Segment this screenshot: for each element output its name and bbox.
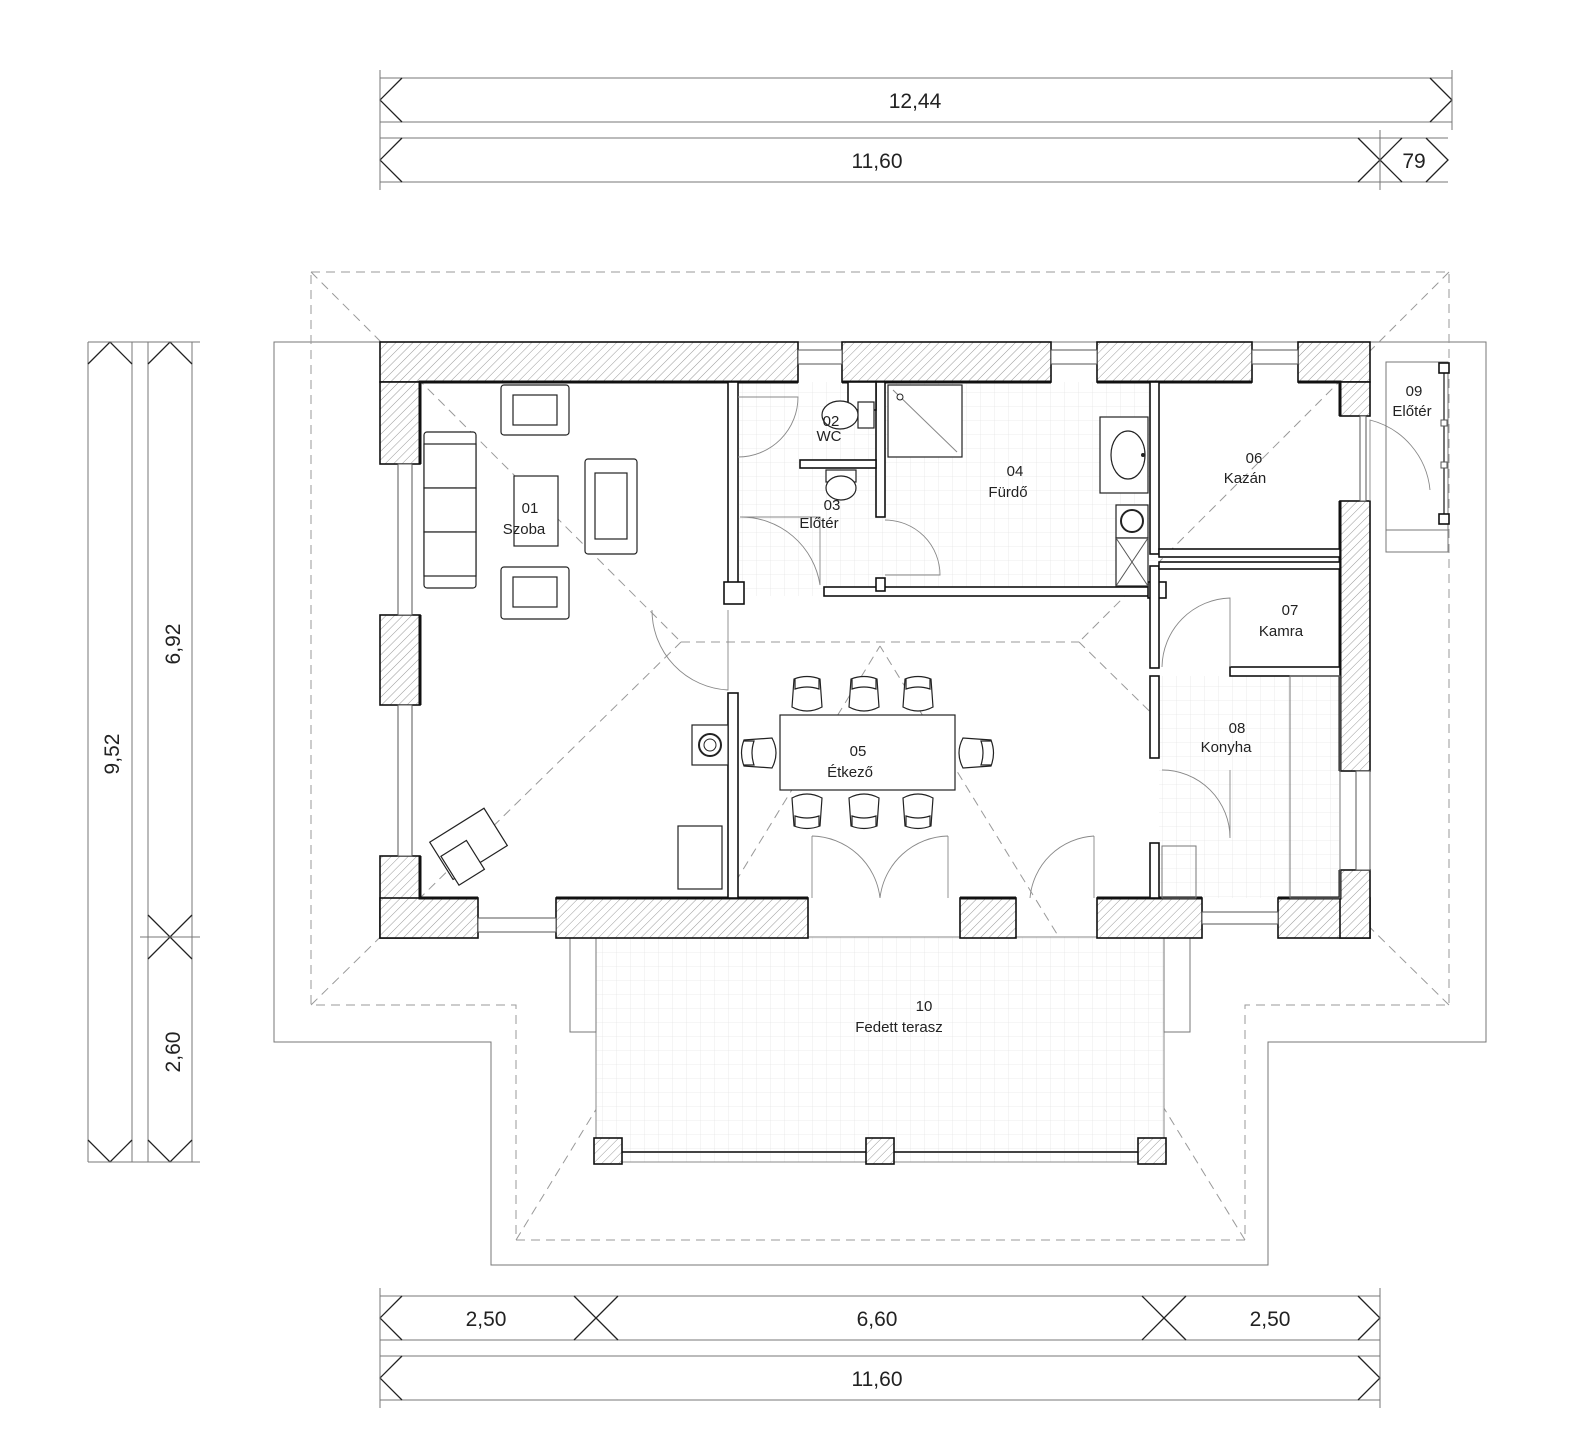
room-name: Kamra <box>1259 623 1304 640</box>
entry-porch <box>1385 361 1450 553</box>
desk-chair <box>428 807 509 887</box>
room-number: 02 <box>823 413 840 430</box>
dimension-label: 2,50 <box>1250 1308 1291 1331</box>
dimension-top-main: 11,60 <box>379 137 1381 183</box>
dimension-bottom-right: 2,50 <box>1163 1295 1381 1341</box>
room-number: 09 <box>1406 383 1423 400</box>
armchair <box>584 458 638 555</box>
dimension-bottom-center: 6,60 <box>595 1295 1165 1341</box>
dimension-left-terrace: 2,60 <box>147 936 193 1163</box>
armchair <box>500 566 570 620</box>
room-label-09: 09 Előtér <box>1392 383 1431 420</box>
shower <box>887 384 963 458</box>
stove <box>691 724 729 766</box>
dimension-label: 6,60 <box>857 1308 898 1331</box>
interior-walls <box>723 381 1341 899</box>
room-name: Előtér <box>1392 403 1431 420</box>
room-number: 06 <box>1246 450 1263 467</box>
coffee-table <box>513 475 559 547</box>
sofa <box>423 431 477 589</box>
exterior-walls <box>379 341 1371 939</box>
dimension-left-house: 6,92 <box>147 341 193 938</box>
washing-machine <box>1115 504 1149 539</box>
dimension-label: 79 <box>1402 150 1425 173</box>
room-label-07: 07 Kamra <box>1259 602 1304 640</box>
room-number: 03 <box>824 497 841 514</box>
room-label-03: 03 Előtér <box>799 497 840 532</box>
dimension-top-total: 12,44 <box>379 77 1453 123</box>
dimension-bottom-left: 2,50 <box>379 1295 597 1341</box>
room-name: WC <box>817 428 842 445</box>
dimension-label: 11,60 <box>852 150 903 173</box>
dining-table <box>779 714 956 791</box>
room-number: 10 <box>916 998 933 1015</box>
room-name: Konyha <box>1201 739 1253 756</box>
room-number: 08 <box>1229 720 1246 737</box>
room-name: Étkező <box>827 764 873 781</box>
room-label-10: 10 Fedett terasz <box>855 998 943 1036</box>
room-name: Kazán <box>1224 470 1267 487</box>
shaft <box>1115 537 1149 587</box>
room-label-08: 08 Konyha <box>1201 720 1253 756</box>
dimension-label: 9,52 <box>101 734 124 775</box>
door-swings <box>651 396 1431 899</box>
cabinet <box>677 825 723 890</box>
room-label-01: 01 Szoba <box>503 500 546 538</box>
room-label-06: 06 Kazán <box>1224 450 1267 487</box>
dimension-left-total: 9,52 <box>87 341 133 1163</box>
terrace <box>569 936 1191 1165</box>
toilet <box>821 400 875 430</box>
room-name: Előtér <box>799 515 838 532</box>
toilet <box>825 469 857 501</box>
room-number: 05 <box>850 743 867 760</box>
dimension-top-extra: 79 <box>1379 137 1449 183</box>
dimension-label: 12,44 <box>889 90 942 113</box>
dimension-label: 11,60 <box>852 1368 903 1391</box>
dining-chairs <box>740 675 995 830</box>
dimension-bottom-total: 11,60 <box>379 1355 1381 1401</box>
room-name: Fedett terasz <box>855 1019 943 1036</box>
dimension-label: 2,60 <box>162 1032 185 1073</box>
room-label-04: 04 Fürdő <box>988 463 1027 501</box>
room-name: Fürdő <box>988 484 1027 501</box>
washbasin <box>1099 416 1149 494</box>
room-number: 01 <box>522 500 539 517</box>
room-number: 04 <box>1007 463 1024 480</box>
room-label-05: 05 Étkező <box>827 743 873 781</box>
room-name: Szoba <box>503 521 546 538</box>
dimension-label: 6,92 <box>162 624 185 665</box>
armchair <box>500 384 570 436</box>
room-number: 07 <box>1282 602 1299 619</box>
dimension-label: 2,50 <box>466 1308 507 1331</box>
room-label-02: 02 WC <box>817 413 842 445</box>
